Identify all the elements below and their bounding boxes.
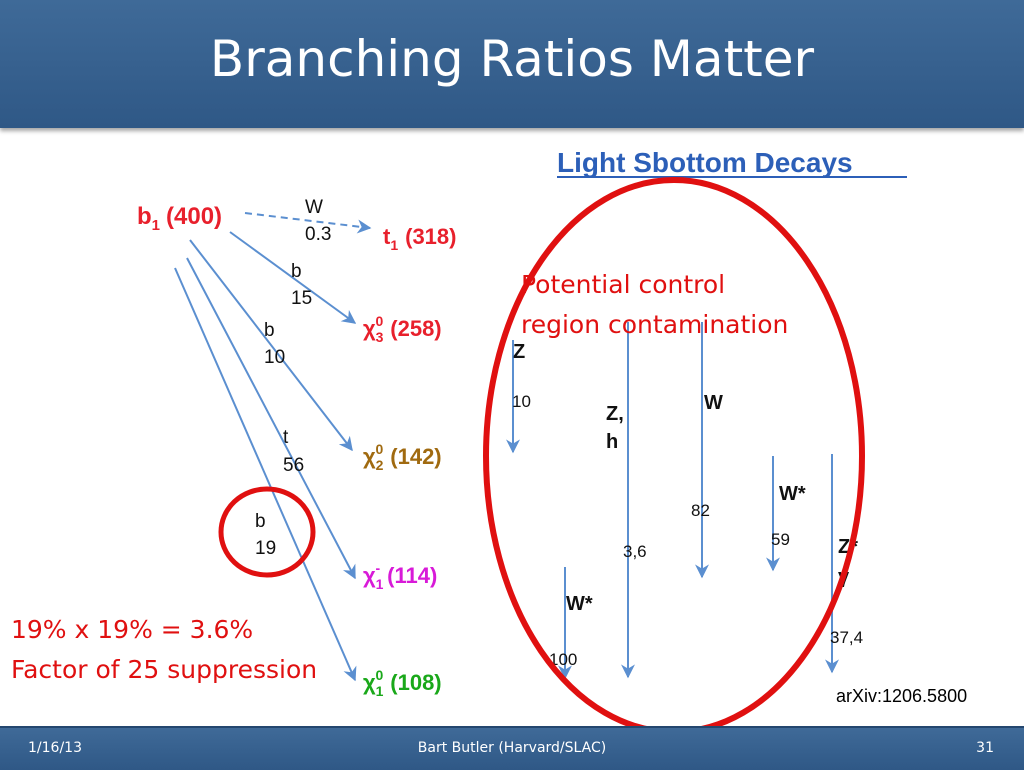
parent-state-b1: b1(400) bbox=[137, 203, 222, 234]
decay-br-b2: 10 bbox=[264, 347, 285, 368]
state-chi1m: χ1-(114) bbox=[363, 560, 437, 592]
control-region-line1: Potential control bbox=[521, 270, 726, 299]
cascade-label-Zh: Z,h bbox=[606, 403, 624, 453]
footer-date: 1/16/13 bbox=[28, 740, 82, 756]
footer-author: Bart Butler (Harvard/SLAC) bbox=[417, 740, 607, 756]
cascade-br-Wstar2: 100 bbox=[549, 650, 577, 669]
decay-br-W: 0.3 bbox=[305, 224, 331, 245]
arrow-b1-chi30 bbox=[229, 231, 357, 324]
decay-label-W: W bbox=[305, 197, 323, 218]
state-chi20: χ20(142) bbox=[363, 441, 442, 473]
title-bar: Branching Ratios Matter bbox=[0, 0, 1024, 128]
calc-line1: 19% x 19% = 3.6% bbox=[11, 615, 254, 644]
cascade-br-W: 82 bbox=[691, 501, 710, 520]
state-chi10: χ10(108) bbox=[363, 667, 442, 699]
arrow-b1-t1 bbox=[244, 212, 372, 234]
diagram-heading: Light Sbottom Decays bbox=[557, 147, 853, 178]
cascade-br-Zstar: 37,4 bbox=[830, 628, 863, 647]
svg-text:b1(400): b1(400) bbox=[137, 203, 222, 234]
decay-br-t: 56 bbox=[283, 455, 304, 476]
cascade-label-Z: Z bbox=[513, 341, 525, 363]
decay-br-b3: 19 bbox=[255, 538, 276, 559]
footer-bar: 1/16/13 Bart Butler (Harvard/SLAC) 31 bbox=[0, 726, 1024, 770]
cascade-br-Wstar: 59 bbox=[771, 530, 790, 549]
reference-label: arXiv:1206.5800 bbox=[836, 686, 968, 706]
control-region-note: Potential control region contamination bbox=[521, 265, 788, 345]
highlight-ellipse-small bbox=[218, 486, 316, 578]
state-chi30: χ30(258) bbox=[363, 313, 442, 345]
decay-label-b1: b bbox=[291, 261, 302, 282]
cascade-br-Z: 10 bbox=[512, 392, 531, 411]
cascade-label-Wstar2: W* bbox=[566, 593, 593, 615]
state-t1: t1(318) bbox=[383, 224, 456, 253]
decay-label-b3: b bbox=[255, 511, 266, 532]
slide-title: Branching Ratios Matter bbox=[209, 30, 815, 88]
arrow-b1-chi10 bbox=[174, 267, 357, 682]
footer-page-number: 31 bbox=[976, 740, 994, 756]
decay-label-t: t bbox=[283, 427, 289, 448]
cascade-label-W: W bbox=[704, 392, 723, 414]
highlight-ellipse-large bbox=[483, 177, 865, 735]
decay-label-b2: b bbox=[264, 320, 275, 341]
arrow-b1-chi20 bbox=[189, 239, 353, 452]
arrow-b1-chi1m bbox=[186, 257, 356, 580]
control-region-line2: region contamination bbox=[521, 310, 789, 339]
cascade-label-Wstar: W* bbox=[779, 483, 806, 505]
decay-br-b1: 15 bbox=[291, 288, 312, 309]
cascade-br-Zh: 3,6 bbox=[623, 542, 647, 561]
calc-line2: Factor of 25 suppression bbox=[11, 655, 318, 684]
suppression-note: 19% x 19% = 3.6% Factor of 25 suppressio… bbox=[11, 610, 317, 690]
